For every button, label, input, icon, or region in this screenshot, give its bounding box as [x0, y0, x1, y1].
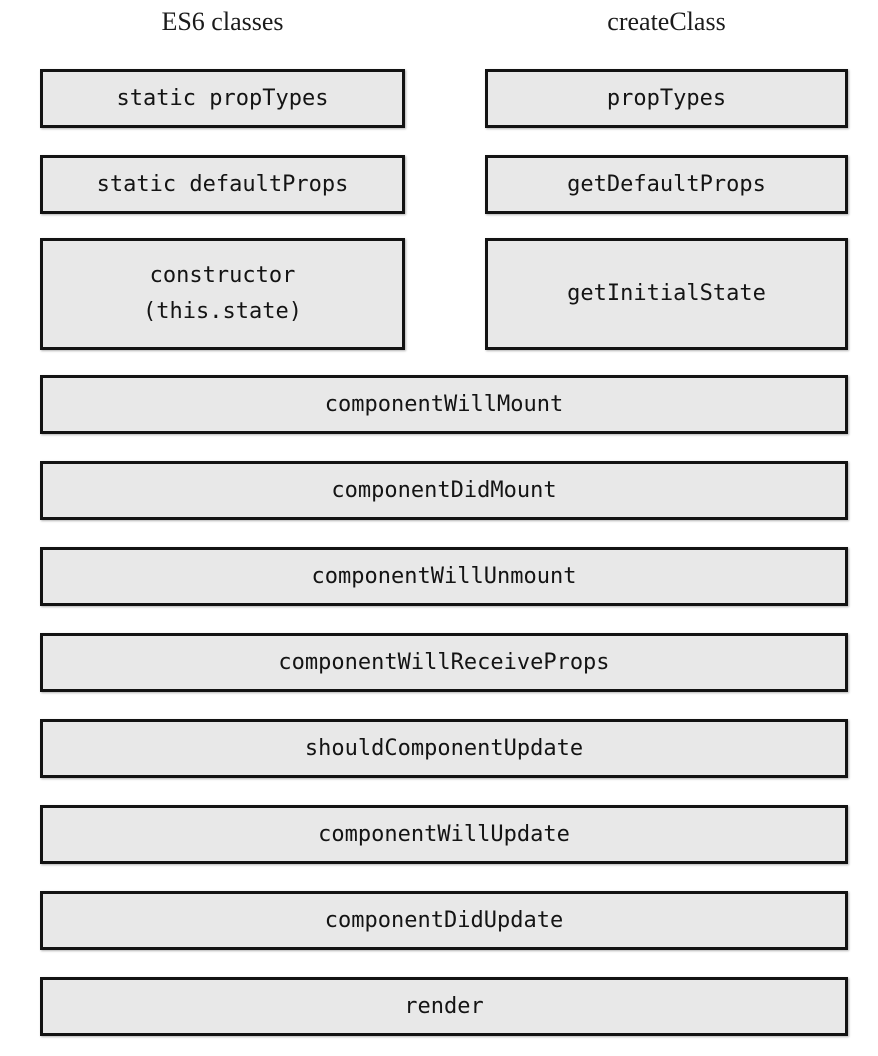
- box-label: constructor (this.state): [143, 263, 302, 324]
- box-componentwillupdate: componentWillUpdate: [40, 805, 848, 864]
- box-label: static defaultProps: [96, 171, 349, 197]
- box-getinitialstate: getInitialState: [485, 238, 848, 350]
- box-componentdidupdate: componentDidUpdate: [40, 891, 848, 950]
- box-label: componentWillMount: [324, 391, 564, 417]
- box-constructor-this-state: constructor (this.state): [40, 238, 405, 350]
- column-header-es6-classes: ES6 classes: [161, 7, 284, 36]
- column-header-createclass: createClass: [607, 7, 726, 36]
- box-static-defaultprops: static defaultProps: [40, 155, 405, 214]
- box-static-proptypes: static propTypes: [40, 69, 405, 128]
- box-render: render: [40, 977, 848, 1036]
- box-getdefaultprops: getDefaultProps: [485, 155, 848, 214]
- box-componentdidmount: componentDidMount: [40, 461, 848, 520]
- box-label: componentDidUpdate: [324, 907, 564, 933]
- box-label: static propTypes: [116, 85, 329, 111]
- box-proptypes: propTypes: [485, 69, 848, 128]
- box-label: componentWillUpdate: [318, 821, 570, 847]
- box-label: getDefaultProps: [567, 171, 766, 197]
- box-componentwillunmount: componentWillUnmount: [40, 547, 848, 606]
- box-label: componentDidMount: [331, 477, 557, 503]
- box-label: componentWillReceiveProps: [278, 649, 610, 675]
- box-label: shouldComponentUpdate: [304, 735, 584, 761]
- box-componentwillreceiveprops: componentWillReceiveProps: [40, 633, 848, 692]
- box-label: componentWillUnmount: [311, 563, 577, 589]
- box-componentwillmount: componentWillMount: [40, 375, 848, 434]
- box-label: render: [404, 993, 484, 1019]
- box-shouldcomponentupdate: shouldComponentUpdate: [40, 719, 848, 778]
- box-label: propTypes: [606, 85, 727, 111]
- box-label: getInitialState: [567, 281, 766, 306]
